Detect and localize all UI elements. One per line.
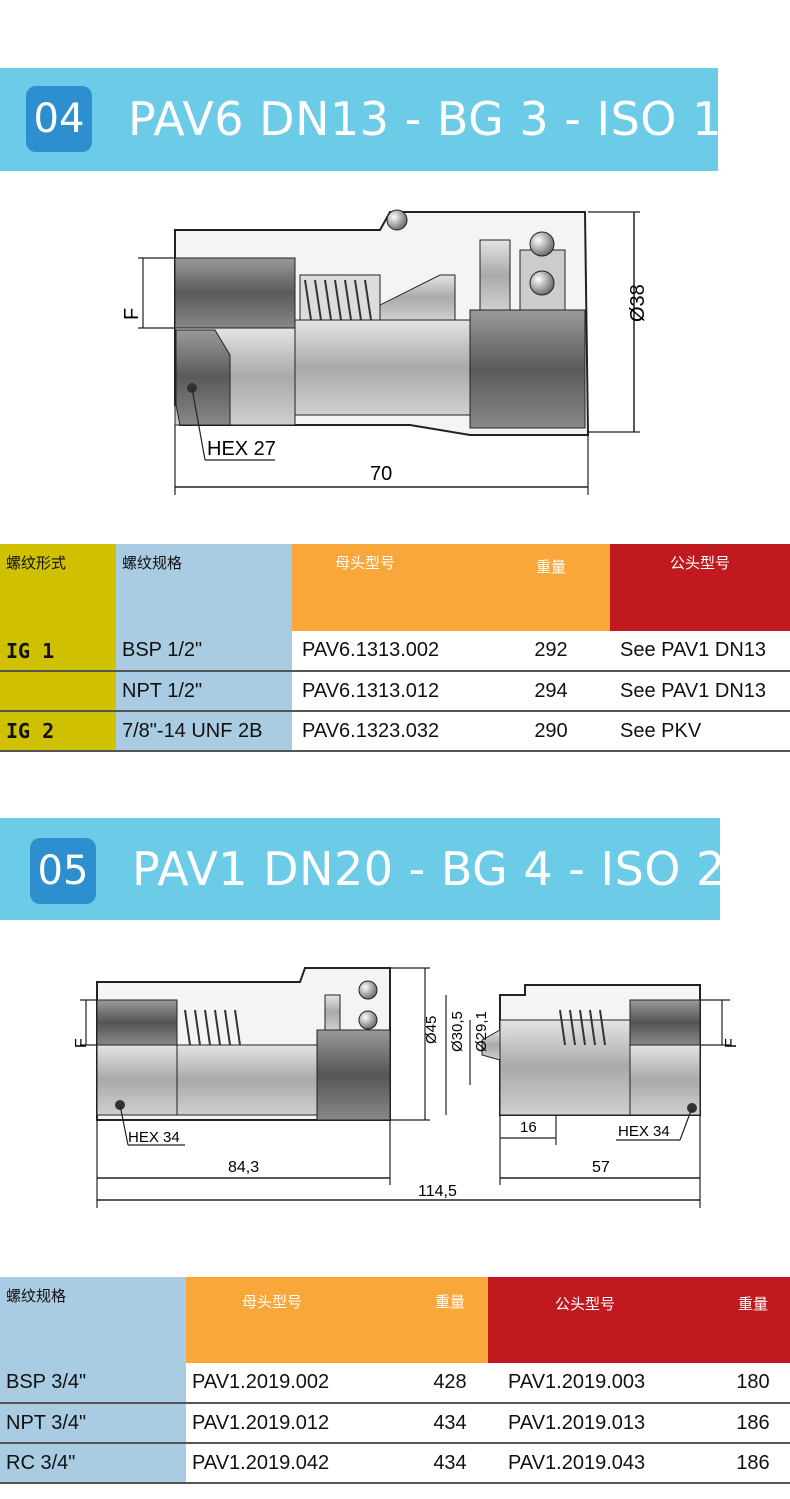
dim-len-left-label: 84,3 (228, 1159, 259, 1176)
cell: IG 1 (0, 631, 116, 672)
dim-length-label: 70 (370, 463, 392, 485)
dim-len-right-label: 57 (592, 1159, 610, 1176)
cell: IG 2 (0, 711, 116, 752)
cell: 292 (492, 631, 610, 672)
cell: PAV6.1323.032 (292, 711, 492, 752)
cell: PAV6.1313.012 (292, 671, 492, 712)
ball-shape (386, 209, 408, 231)
section-title: PAV6 DN13 - BG 3 - ISO 12.5 (128, 92, 790, 146)
table-row: BSP 3/4" PAV1.2019.002 428 PAV1.2019.003… (0, 1363, 790, 1404)
cell: PAV1.2019.042 (186, 1443, 412, 1484)
table-row: RC 3/4" PAV1.2019.042 434 PAV1.2019.043 … (0, 1443, 790, 1484)
cell: PAV1.2019.013 (488, 1403, 716, 1444)
cell: PAV1.2019.012 (186, 1403, 412, 1444)
col-header-weight: 重量 (412, 1277, 488, 1363)
cell: See PAV1 DN13 (610, 631, 790, 672)
cell: 186 (716, 1443, 790, 1484)
dim-f-label: F (121, 308, 143, 320)
cell: BSP 3/4" (0, 1363, 186, 1404)
table-row: NPT 3/4" PAV1.2019.012 434 PAV1.2019.013… (0, 1403, 790, 1444)
col-header-male-model: 公头型号 (610, 544, 790, 631)
cell: 434 (412, 1443, 488, 1484)
col-header-weight: 重量 (492, 544, 610, 631)
col-header-female-model: 母头型号 (186, 1277, 412, 1363)
col-header-weight-male: 重量 (716, 1277, 790, 1363)
cell: PAV1.2019.043 (488, 1443, 716, 1484)
hex-label: HEX 27 (207, 438, 276, 460)
thread-section (174, 257, 296, 329)
table-row: NPT 1/2" PAV6.1313.012 294 See PAV1 DN13 (0, 671, 790, 712)
col-header-thread-spec: 螺纹规格 (0, 1277, 186, 1363)
section-05-banner: 05 PAV1 DN20 - BG 4 - ISO 20 (0, 818, 755, 920)
col-header-female-model: 母头型号 (292, 544, 492, 631)
coupler-drawing-pav6: F Ø38 HEX 27 70 (121, 209, 649, 495)
table-row: IG 1 BSP 1/2" PAV6.1313.002 292 See PAV1… (0, 631, 790, 672)
cell: 7/8"-14 UNF 2B (116, 711, 292, 752)
col-header-thread-spec: 螺纹规格 (116, 544, 292, 631)
dim-f-left-label: F (73, 1038, 90, 1048)
cell: PAV1.2019.003 (488, 1363, 716, 1404)
spec-table-pav6: 螺纹形式 螺纹规格 母头型号 重量 公头型号 IG 1 BSP 1/2" PAV… (0, 544, 790, 752)
section-number-badge: 04 (26, 86, 92, 152)
cell: See PAV1 DN13 (610, 671, 790, 712)
spec-table-pav1: 螺纹规格 母头型号 重量 公头型号 重量 BSP 3/4" PAV1.2019.… (0, 1277, 790, 1484)
cell: 428 (412, 1363, 488, 1404)
dim-total-label: 114,5 (418, 1183, 457, 1200)
dim-diameter-label: Ø38 (627, 284, 649, 322)
cell: 434 (412, 1403, 488, 1444)
table-row: IG 2 7/8"-14 UNF 2B PAV6.1323.032 290 Se… (0, 711, 790, 752)
cell (0, 671, 116, 712)
cell: NPT 3/4" (0, 1403, 186, 1444)
dim-d29-label: Ø29,1 (473, 1011, 490, 1052)
cell: See PKV (610, 711, 790, 752)
cell: NPT 1/2" (116, 671, 292, 712)
section-number-badge: 05 (30, 838, 96, 904)
cell: PAV6.1313.002 (292, 631, 492, 672)
sleeve-section (469, 309, 586, 429)
cell: PAV1.2019.002 (186, 1363, 412, 1404)
col-header-thread-type: 螺纹形式 (0, 544, 116, 631)
cell: 290 (492, 711, 610, 752)
spring-shape (304, 279, 372, 321)
cell: RC 3/4" (0, 1443, 186, 1484)
section-04-banner: 04 PAV6 DN13 - BG 3 - ISO 12.5 (0, 68, 790, 171)
cell: 186 (716, 1403, 790, 1444)
hex-right-label: HEX 34 (618, 1123, 670, 1140)
cell: 294 (492, 671, 610, 712)
cell: 180 (716, 1363, 790, 1404)
cell: BSP 1/2" (116, 631, 292, 672)
section-title: PAV1 DN20 - BG 4 - ISO 20 (132, 842, 756, 896)
dim-d30-label: Ø30,5 (449, 1011, 466, 1052)
coupler-drawing-pav1: F F Ø45 Ø30,5 Ø29,1 HEX 34 HEX 34 84,3 1… (73, 967, 740, 1208)
dim-16-label: 16 (520, 1119, 537, 1136)
body-section (294, 319, 471, 416)
dim-d45-label: Ø45 (423, 1016, 440, 1044)
hex-left-label: HEX 34 (128, 1129, 180, 1146)
col-header-male-model: 公头型号 (488, 1277, 716, 1363)
dim-f-right-label: F (723, 1038, 740, 1048)
